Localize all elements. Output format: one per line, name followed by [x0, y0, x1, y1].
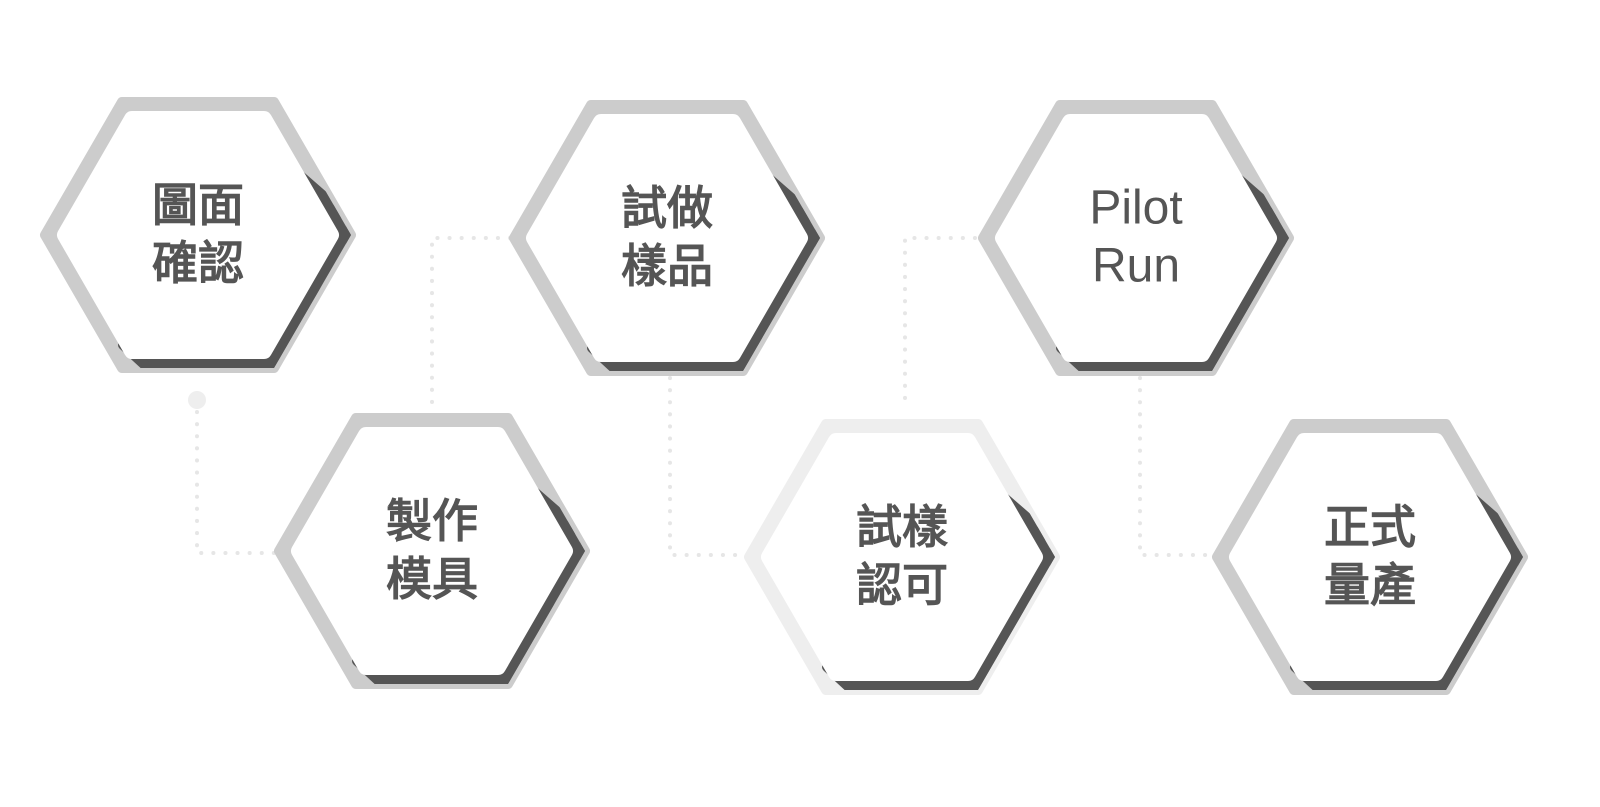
step-label-line-2: 量產	[1324, 558, 1416, 612]
hexagon-face	[291, 427, 573, 675]
step-label-line-1: 正式	[1324, 500, 1416, 554]
connector-3-4	[668, 376, 752, 557]
step-label-line-1: 試樣	[856, 500, 949, 554]
connector-2-3	[430, 236, 517, 404]
step-label-line-1: Pilot	[1089, 182, 1182, 235]
step-label-line-2: 模具	[386, 552, 478, 606]
step-label-line-1: 試做	[621, 181, 713, 235]
step-label-line-2: 確認	[152, 236, 244, 290]
start-dot	[188, 391, 206, 409]
hexagon-face	[761, 433, 1043, 681]
connector-5-6	[1138, 376, 1220, 557]
connector-1-2	[195, 410, 284, 555]
step-label-line-2: Run	[1092, 240, 1180, 293]
step-label-line-2: 樣品	[621, 239, 713, 293]
step-label-line-1: 圖面	[152, 178, 244, 232]
step-label-line-2: 認可	[856, 558, 948, 612]
dotted-connector-lines	[188, 236, 1220, 557]
hexagon-face	[526, 114, 808, 362]
hexagon-face	[1229, 433, 1511, 681]
connector-4-5	[903, 236, 987, 400]
hexagon-face	[995, 114, 1277, 362]
step-label-line-1: 製作	[386, 494, 478, 548]
hexagon-face	[57, 111, 339, 359]
